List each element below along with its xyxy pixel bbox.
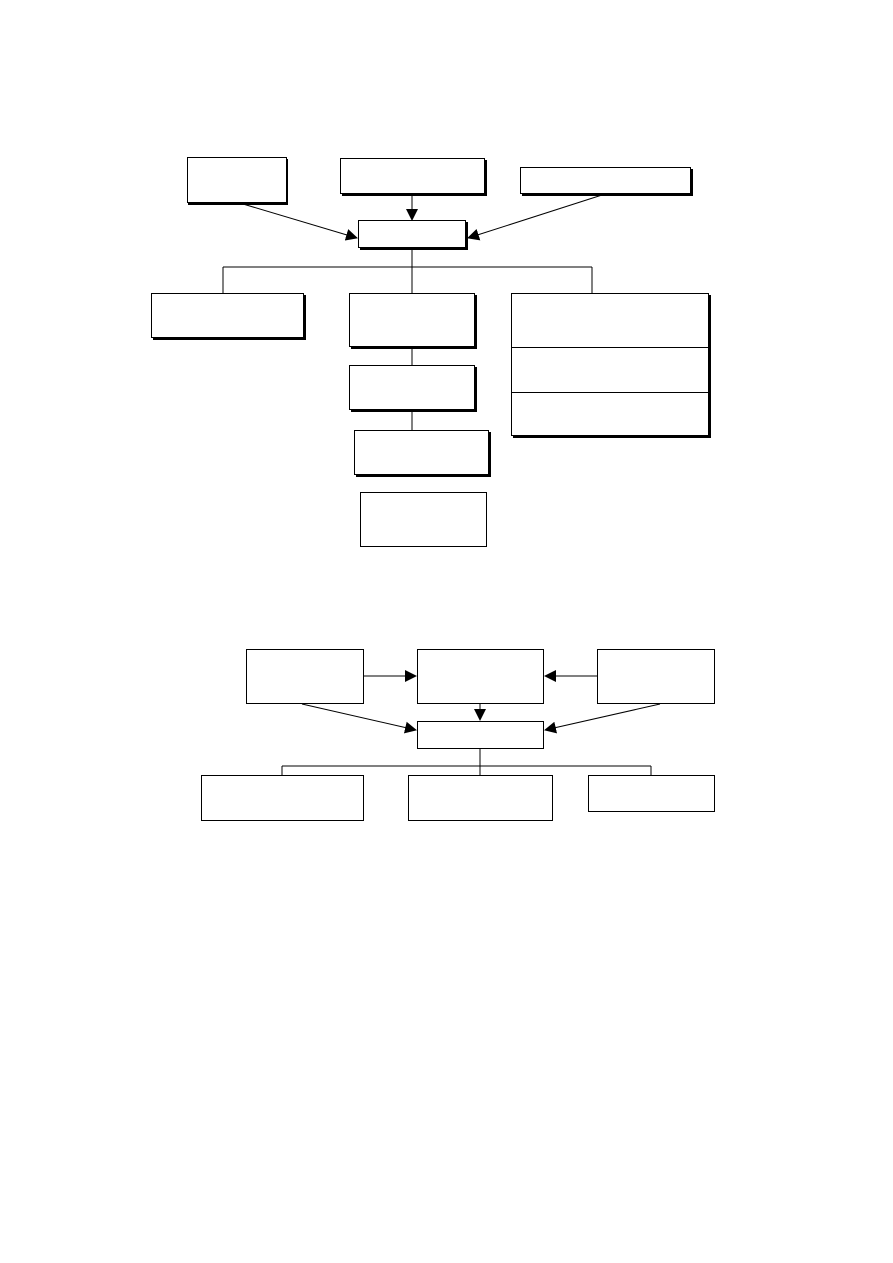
bottom-output-middle-box bbox=[408, 775, 553, 821]
bottom-hub-box bbox=[417, 721, 544, 749]
top-branch-middle-box bbox=[349, 293, 477, 349]
top-chain-2-box bbox=[349, 365, 477, 412]
bottom-input-middle-box bbox=[417, 649, 544, 704]
top-chain-4-box bbox=[360, 492, 487, 547]
top-input-middle-box bbox=[340, 158, 487, 196]
top-input-left-box bbox=[187, 157, 288, 205]
arrow-left-to-hub bbox=[301, 703, 417, 734]
arrow-input-left-to-hub bbox=[242, 203, 358, 241]
top-branch-left-box bbox=[151, 293, 306, 340]
arrow-right-to-hub bbox=[544, 703, 661, 734]
top-hub-box bbox=[358, 220, 468, 250]
diagram-bottom bbox=[201, 649, 715, 821]
arrow-input-right-to-hub bbox=[467, 194, 603, 241]
top-input-right-box bbox=[520, 167, 693, 196]
top-stack-box bbox=[511, 293, 711, 438]
bottom-input-left-box bbox=[246, 649, 364, 704]
bottom-output-left-box bbox=[201, 775, 364, 821]
diagram-top bbox=[151, 157, 711, 547]
top-chain-3-box bbox=[354, 430, 491, 477]
bottom-input-right-box bbox=[597, 649, 715, 704]
bottom-output-right-box bbox=[588, 775, 715, 812]
